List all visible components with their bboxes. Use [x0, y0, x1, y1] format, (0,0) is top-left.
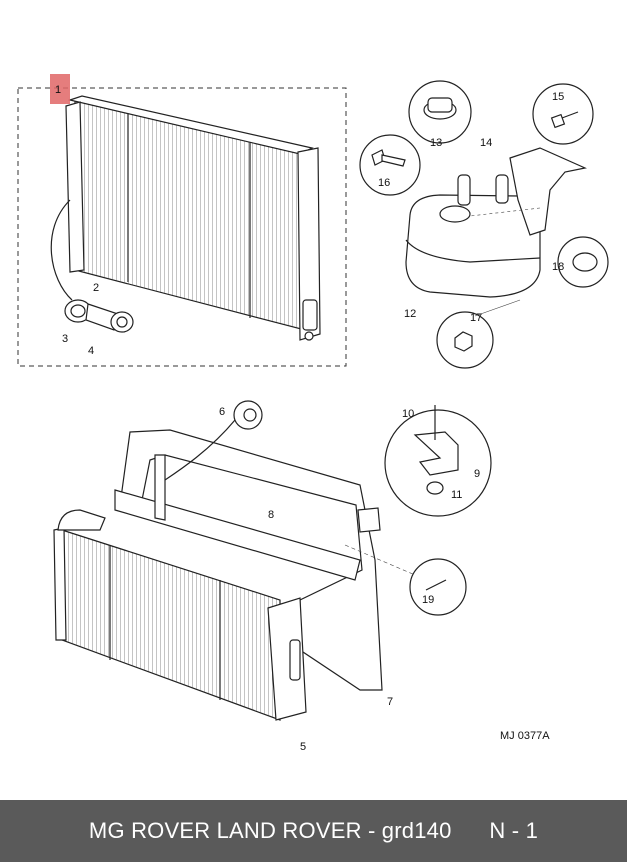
footer-title: MG ROVER LAND ROVER - grd140 [88, 818, 452, 843]
callout-8: 8 [268, 509, 274, 521]
callout-11: 11 [451, 489, 462, 501]
callout-16: 16 [378, 177, 390, 189]
callout-4: 4 [88, 345, 94, 357]
callout-1: 1 [55, 84, 61, 96]
parts-diagram: 1 2 3 4 5 6 7 8 9 10 11 12 13 14 15 16 1… [17, 74, 609, 753]
callout-labels: 1 2 3 4 5 6 7 8 9 10 11 12 13 14 15 16 1… [50, 74, 564, 753]
footer-page: N - 1 [489, 818, 539, 843]
callout-6: 6 [219, 406, 225, 418]
callout-17: 17 [470, 312, 482, 324]
expansion-tank-group [359, 80, 609, 369]
callout-2: 2 [93, 282, 99, 294]
reference-code: MJ 0377A [500, 730, 550, 742]
radiator-assembly-lower [53, 400, 492, 721]
callout-3: 3 [62, 333, 68, 345]
radiator-assembly-upper [17, 87, 347, 367]
callout-19: 19 [422, 594, 434, 606]
callout-18: 18 [552, 261, 564, 273]
callout-7: 7 [387, 696, 393, 708]
callout-5: 5 [300, 741, 306, 753]
callout-10: 10 [402, 408, 414, 420]
callout-13: 13 [430, 137, 442, 149]
callout-12: 12 [404, 308, 416, 320]
callout-15: 15 [552, 91, 564, 103]
callout-1-highlight [50, 74, 70, 104]
footer-bar: MG ROVER LAND ROVER - grd140 N - 1 [0, 800, 627, 862]
footer-spacer [452, 818, 490, 844]
callout-14: 14 [480, 137, 492, 149]
callout-9: 9 [474, 468, 480, 480]
